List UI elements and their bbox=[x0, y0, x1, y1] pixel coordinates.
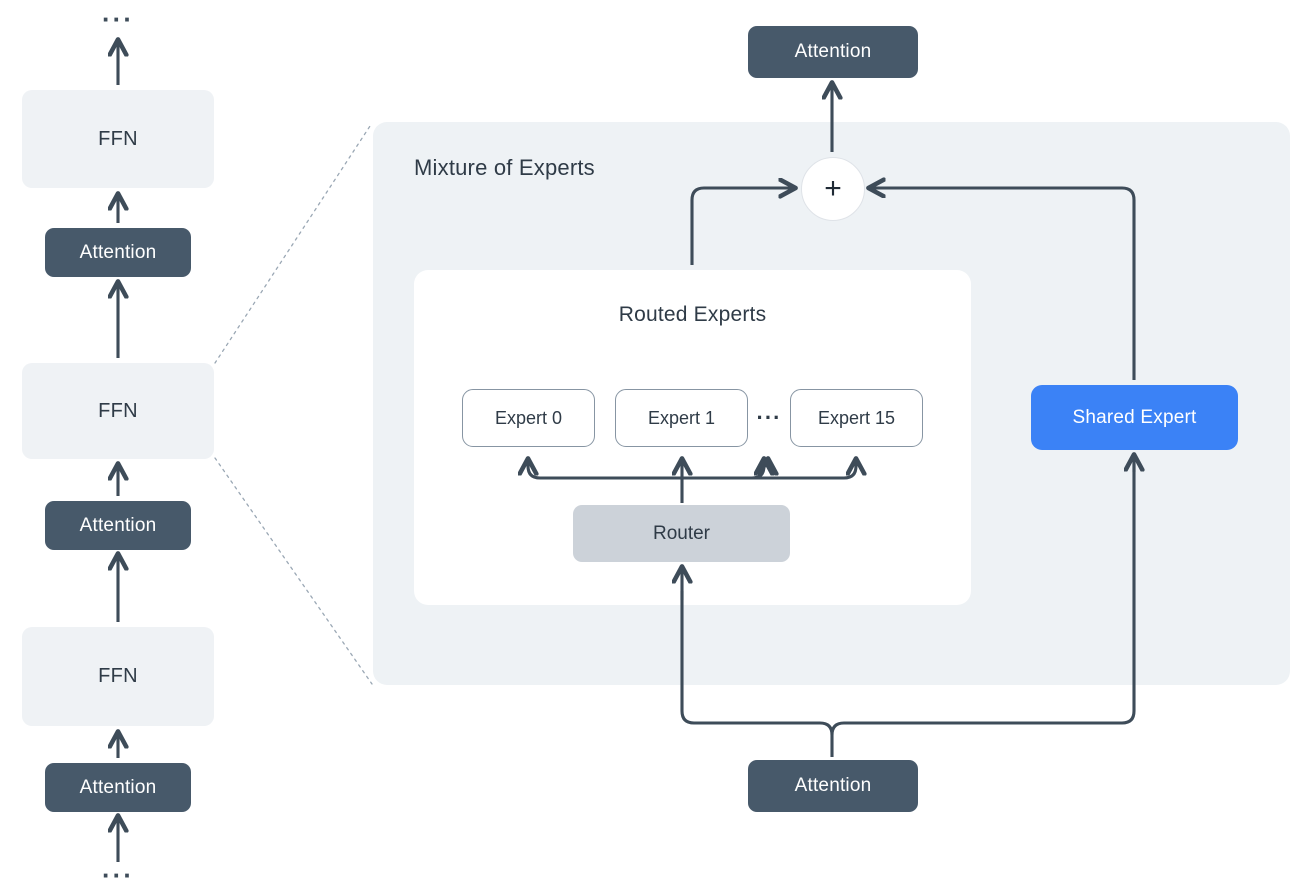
expert-ellipsis: ··· bbox=[756, 405, 782, 430]
moe-panel-title: Mixture of Experts bbox=[414, 155, 595, 180]
edge-input-split-right bbox=[830, 463, 1136, 736]
edge-router-to-expert-mid bbox=[682, 459, 764, 480]
expert-box-0[interactable]: Expert 0 bbox=[462, 389, 595, 447]
expansion-guide-bottom bbox=[214, 457, 373, 685]
bottom-ellipsis: ··· bbox=[102, 860, 134, 890]
router-box[interactable]: Router bbox=[573, 505, 790, 562]
ffn-block-bottom: FFN bbox=[22, 627, 214, 726]
attention-block-1: Attention bbox=[45, 763, 191, 812]
edge-router-to-expert-ellipsis bbox=[700, 459, 768, 478]
edge-router-to-expert-0 bbox=[528, 459, 682, 480]
ffn-block-top: FFN bbox=[22, 90, 214, 188]
moe-output-attention: Attention bbox=[748, 26, 918, 78]
attention-block-2: Attention bbox=[45, 501, 191, 550]
expansion-guide-top bbox=[214, 122, 373, 364]
moe-input-attention: Attention bbox=[748, 760, 918, 812]
attention-block-3: Attention bbox=[45, 228, 191, 277]
expert-box-15[interactable]: Expert 15 bbox=[790, 389, 923, 447]
top-ellipsis: ··· bbox=[102, 4, 134, 34]
edge-shared-to-combine bbox=[869, 188, 1136, 380]
shared-expert-box[interactable]: Shared Expert bbox=[1031, 385, 1238, 450]
edge-input-split bbox=[680, 591, 834, 757]
combine-add-node: + bbox=[801, 157, 865, 221]
edge-routed-to-combine bbox=[690, 188, 795, 265]
expert-box-1[interactable]: Expert 1 bbox=[615, 389, 748, 447]
routed-experts-title: Routed Experts bbox=[618, 303, 767, 326]
ffn-block-middle: FFN bbox=[22, 363, 214, 459]
edge-router-to-expert-15 bbox=[682, 459, 856, 480]
